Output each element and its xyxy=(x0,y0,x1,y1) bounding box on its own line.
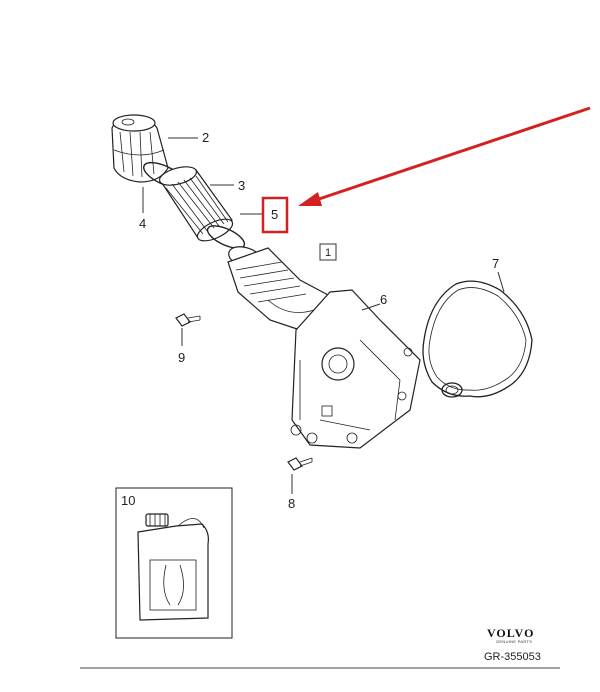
callout-10: 10 xyxy=(121,493,135,508)
callout-9: 9 xyxy=(178,350,185,365)
reference-box-label: 1 xyxy=(325,247,331,259)
callout-3: 3 xyxy=(238,178,245,193)
housing-body xyxy=(290,289,421,449)
reference-box xyxy=(319,243,337,261)
brand-logo: VOLVO xyxy=(487,626,534,640)
highlight-box xyxy=(261,196,289,234)
callout-2: 2 xyxy=(202,130,209,145)
seal-ring-5 xyxy=(206,225,246,249)
filter-cap xyxy=(111,114,169,183)
housing-neck xyxy=(227,246,331,331)
callout-5: 5 xyxy=(271,207,278,222)
filter-element xyxy=(158,166,234,242)
callout-4: 4 xyxy=(139,216,146,231)
leader-lines xyxy=(142,137,505,494)
inset-box: 10 xyxy=(115,487,233,639)
gasket xyxy=(422,280,533,398)
highlight-arrow xyxy=(298,106,591,206)
brand-sub: GENUINE PARTS xyxy=(496,639,532,644)
callout-7: 7 xyxy=(492,256,499,271)
bolt-8 xyxy=(287,457,313,471)
drawing-id: GR-355053 xyxy=(484,651,541,663)
bolt-9 xyxy=(175,313,201,327)
callout-8: 8 xyxy=(288,496,295,511)
callout-6: 6 xyxy=(380,292,387,307)
oil-container xyxy=(137,513,209,621)
